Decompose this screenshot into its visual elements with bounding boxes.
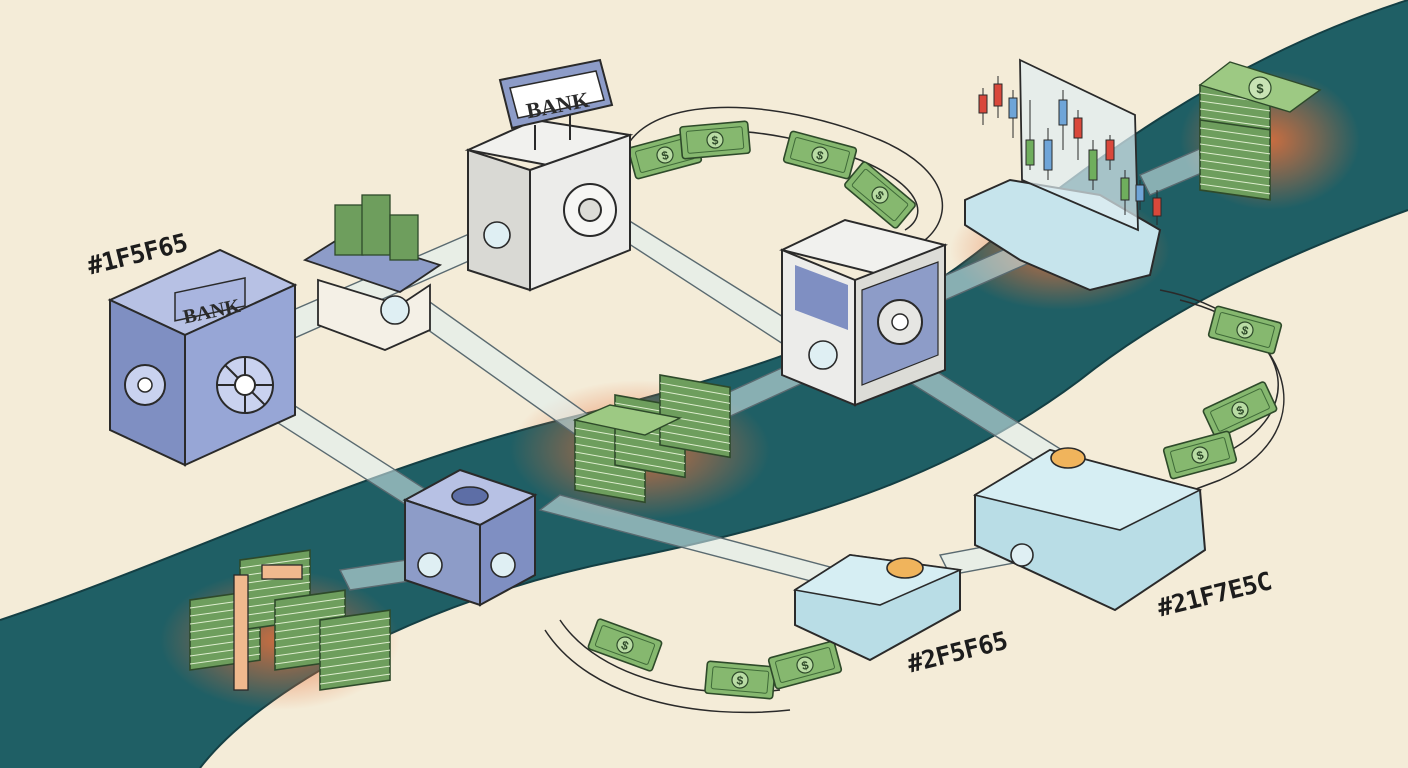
candlestick-chart-icon (978, 58, 1162, 232)
money-stack-center (572, 374, 731, 504)
ice-block-icon (972, 447, 1207, 612)
vault-dial-icon (877, 299, 923, 345)
bank-vault-left: BANK (107, 248, 298, 467)
vault-cube-middle (779, 218, 948, 407)
vault-dial-icon (124, 364, 166, 406)
money-stack-bottom-left (189, 549, 391, 691)
money-stack-top-right: $ (1198, 61, 1322, 201)
vault-dial-icon (563, 183, 617, 237)
money-tray (302, 194, 443, 351)
vault-dial-icon (216, 356, 274, 414)
bank-safe-top: BANK (464, 58, 634, 292)
connector-cube (402, 468, 538, 607)
ice-block-icon (792, 553, 963, 662)
svg-text:$: $ (1256, 81, 1264, 96)
